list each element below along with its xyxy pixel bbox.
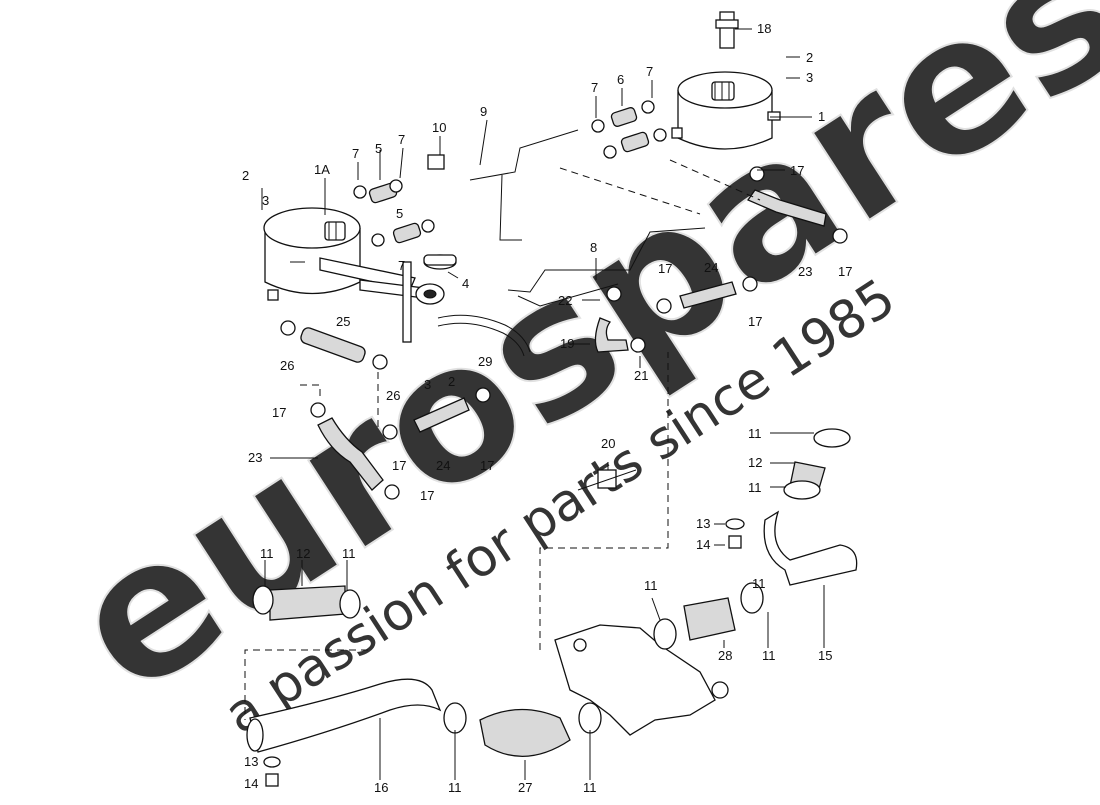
callout-3: 3	[262, 193, 269, 208]
callout-16: 16	[374, 780, 388, 795]
pipe-9	[469, 129, 579, 181]
clip-block	[427, 154, 445, 170]
callout-5: 5	[396, 206, 403, 221]
callout-28: 28	[718, 648, 732, 663]
callout-24: 24	[704, 260, 718, 275]
callout-11: 11	[260, 546, 274, 561]
callout-9: 9	[480, 104, 487, 119]
pipe-16-end	[246, 718, 264, 752]
callout-8: 8	[590, 240, 597, 255]
callout-7: 7	[591, 80, 598, 95]
leader-lines	[261, 28, 825, 780]
callout-7: 7	[352, 146, 359, 161]
callout-11: 11	[748, 480, 762, 495]
callout-23: 23	[248, 450, 262, 465]
callout-1a: 1A	[314, 162, 330, 177]
pipe-8	[507, 227, 706, 293]
callout-20: 20	[601, 436, 615, 451]
callout-24: 24	[436, 458, 450, 473]
pipe-9-branch	[499, 174, 522, 241]
pipe-15	[763, 510, 858, 586]
connector-hoses	[353, 100, 667, 247]
callout-17: 17	[748, 314, 762, 329]
callout-13: 13	[696, 516, 710, 531]
callout-23: 23	[798, 264, 812, 279]
callout-5: 5	[375, 141, 382, 156]
callout-26: 26	[280, 358, 294, 373]
callout-1: 1	[818, 109, 825, 124]
callout-15: 15	[818, 648, 832, 663]
callout-13: 13	[244, 754, 258, 769]
callout-17: 17	[420, 488, 434, 503]
callout-29: 29	[478, 354, 492, 369]
callout-18: 18	[757, 21, 771, 36]
callout-11: 11	[752, 576, 766, 591]
oil-tank-left	[263, 207, 441, 343]
filler-cap	[415, 254, 457, 305]
callout-22: 22	[558, 293, 572, 308]
pipe-8-end	[517, 283, 619, 307]
callout-14: 14	[696, 537, 710, 552]
callout-21: 21	[634, 368, 648, 383]
callout-7: 7	[398, 258, 405, 273]
callout-2: 2	[806, 50, 813, 65]
pipe-16	[249, 678, 442, 753]
callout-17: 17	[272, 405, 286, 420]
callout-labels: 1 1A 2 2 2 3 3 3 4 5 5 6 7 7 7 7 7 8 9 1…	[242, 21, 852, 795]
watermark-logo: eurospares	[34, 0, 1100, 738]
dashed-leaders	[244, 159, 761, 720]
callout-10: 10	[432, 120, 446, 135]
watermark: eurospares a passion for parts since 198…	[33, 0, 1100, 746]
callout-11: 11	[583, 780, 597, 795]
callout-11: 11	[762, 648, 776, 663]
callout-7: 7	[646, 64, 653, 79]
callout-11: 11	[644, 578, 658, 593]
callout-3: 3	[806, 70, 813, 85]
callout-19: 19	[560, 336, 574, 351]
callout-3: 3	[424, 377, 431, 392]
callout-11: 11	[748, 426, 762, 441]
callout-2: 2	[242, 168, 249, 183]
breather-hose-inner	[437, 322, 525, 357]
callout-27: 27	[518, 780, 532, 795]
callout-17: 17	[658, 261, 672, 276]
small-fittings	[263, 11, 745, 787]
callout-14: 14	[244, 776, 258, 791]
callout-17: 17	[790, 163, 804, 178]
callout-26: 26	[386, 388, 400, 403]
callout-11: 11	[448, 780, 462, 795]
breather-hose	[437, 314, 531, 353]
oil-tank-right	[671, 71, 781, 150]
callout-6: 6	[617, 72, 624, 87]
callout-17: 17	[838, 264, 852, 279]
callout-12: 12	[296, 546, 310, 561]
callout-17: 17	[392, 458, 406, 473]
callout-12: 12	[748, 455, 762, 470]
hoses	[269, 189, 827, 757]
callout-11: 11	[342, 546, 356, 561]
callout-7: 7	[398, 132, 405, 147]
hose-clamps	[252, 166, 851, 734]
callout-4: 4	[462, 276, 469, 291]
callout-2: 2	[448, 374, 455, 389]
callout-25: 25	[336, 314, 350, 329]
thermostat-housing	[554, 624, 716, 736]
callout-17: 17	[480, 458, 494, 473]
